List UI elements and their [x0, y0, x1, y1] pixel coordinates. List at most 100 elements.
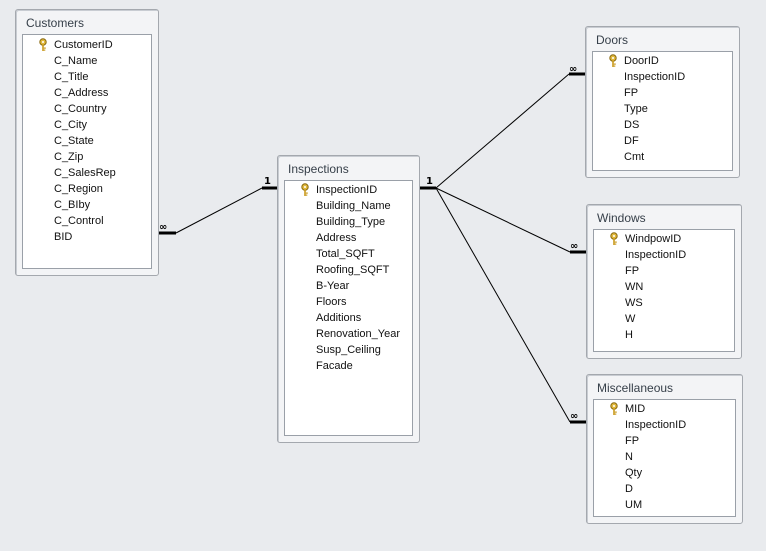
field-name: D — [625, 483, 633, 495]
field-name: C_SalesRep — [54, 167, 116, 179]
field-name: Additions — [316, 312, 362, 324]
field-row[interactable]: N — [594, 449, 735, 465]
field-name: C_City — [54, 119, 88, 131]
field-row[interactable]: FP — [594, 433, 735, 449]
field-row[interactable]: FP — [594, 263, 734, 279]
field-name: N — [625, 451, 633, 463]
table-title[interactable]: Miscellaneous — [597, 381, 674, 395]
field-name: C_Region — [54, 183, 103, 195]
field-row[interactable]: InspectionID — [285, 182, 412, 198]
field-row[interactable]: C_Region — [23, 181, 151, 197]
field-row[interactable]: InspectionID — [594, 417, 735, 433]
key-icon — [610, 402, 618, 415]
field-row[interactable]: C_State — [23, 133, 151, 149]
table-doors[interactable]: Doors DoorID InspectionID FP Type DS DF … — [585, 26, 740, 178]
field-list[interactable]: DoorID InspectionID FP Type DS DF Cmt — [592, 51, 733, 171]
key-icon — [609, 54, 617, 67]
field-name: C_State — [54, 135, 94, 147]
field-list[interactable]: CustomerID C_Name C_Title C_Address C_Co… — [22, 34, 152, 269]
field-name: WN — [625, 281, 644, 293]
field-name: C_Name — [54, 55, 98, 67]
field-row[interactable]: DoorID — [593, 53, 732, 69]
table-windows[interactable]: Windows WindpowID InspectionID FP WN WS … — [586, 204, 742, 359]
key-icon — [39, 38, 47, 51]
field-row[interactable]: CustomerID — [23, 37, 151, 53]
field-row[interactable]: C_Title — [23, 69, 151, 85]
field-row[interactable]: UM — [594, 497, 735, 513]
field-row[interactable]: InspectionID — [593, 69, 732, 85]
field-row[interactable]: C_Name — [23, 53, 151, 69]
field-name: C_Zip — [54, 151, 84, 163]
field-row[interactable]: InspectionID — [594, 247, 734, 263]
field-row[interactable]: C_Zip — [23, 149, 151, 165]
field-name: Total_SQFT — [316, 248, 375, 260]
field-row[interactable]: C_Address — [23, 85, 151, 101]
field-row[interactable]: WS — [594, 295, 734, 311]
table-miscellaneous[interactable]: Miscellaneous MID InspectionID FP N Qty … — [586, 374, 743, 524]
field-name: InspectionID — [625, 249, 687, 261]
relationship-inspections-doors[interactable]: 1 ∞ — [420, 64, 585, 190]
field-row[interactable]: Roofing_SQFT — [285, 262, 412, 278]
field-name: InspectionID — [316, 184, 378, 196]
field-row[interactable]: C_BIby — [23, 197, 151, 213]
field-row[interactable]: H — [594, 327, 734, 343]
field-row[interactable]: D — [594, 481, 735, 497]
field-row[interactable]: Susp_Ceiling — [285, 342, 412, 358]
field-row[interactable]: Building_Name — [285, 198, 412, 214]
field-name: FP — [624, 87, 639, 99]
relationship-customers-inspections[interactable]: ∞ 1 — [159, 176, 277, 235]
field-name: DS — [624, 119, 640, 131]
field-row[interactable]: C_SalesRep — [23, 165, 151, 181]
field-row[interactable]: W — [594, 311, 734, 327]
table-title[interactable]: Windows — [597, 211, 646, 225]
field-row[interactable]: WindpowID — [594, 231, 734, 247]
field-row[interactable]: Facade — [285, 358, 412, 374]
field-name: B-Year — [316, 280, 350, 292]
table-customers[interactable]: Customers CustomerID C_Name C_Title C_Ad… — [15, 9, 159, 276]
one-symbol: 1 — [426, 176, 433, 187]
table-title[interactable]: Doors — [596, 33, 629, 47]
field-row[interactable]: MID — [594, 401, 735, 417]
field-row[interactable]: Qty — [594, 465, 735, 481]
field-name: Building_Name — [316, 200, 391, 212]
field-row[interactable]: C_Control — [23, 213, 151, 229]
field-row[interactable]: C_City — [23, 117, 151, 133]
field-row[interactable]: Renovation_Year — [285, 326, 412, 342]
field-row[interactable]: B-Year — [285, 278, 412, 294]
field-name: WS — [625, 297, 643, 309]
many-symbol: ∞ — [569, 64, 577, 75]
field-name: C_Title — [54, 71, 89, 83]
relationship-inspections-miscellaneous[interactable]: ∞ — [435, 187, 586, 424]
field-row[interactable]: Building_Type — [285, 214, 412, 230]
field-name: C_Control — [54, 215, 104, 227]
field-row[interactable]: Total_SQFT — [285, 246, 412, 262]
field-list[interactable]: InspectionID Building_Name Building_Type… — [284, 180, 413, 436]
field-row[interactable]: FP — [593, 85, 732, 101]
table-title[interactable]: Customers — [26, 16, 85, 30]
one-symbol: 1 — [264, 176, 271, 187]
field-name: Susp_Ceiling — [316, 344, 381, 356]
field-name: C_BIby — [54, 199, 91, 211]
field-row[interactable]: C_Country — [23, 101, 151, 117]
field-name: Qty — [625, 467, 643, 479]
field-list[interactable]: WindpowID InspectionID FP WN WS W H — [593, 229, 735, 352]
field-row[interactable]: DF — [593, 133, 732, 149]
field-name: FP — [625, 265, 640, 277]
relationship-inspections-windows[interactable]: ∞ — [435, 187, 586, 254]
table-inspections[interactable]: Inspections InspectionID Building_Name B… — [277, 155, 420, 443]
field-row[interactable]: BID — [23, 229, 151, 245]
field-name: Facade — [316, 360, 353, 372]
field-row[interactable]: Address — [285, 230, 412, 246]
field-name: FP — [625, 435, 640, 447]
table-title[interactable]: Inspections — [288, 162, 349, 176]
field-row[interactable]: WN — [594, 279, 734, 295]
field-list[interactable]: MID InspectionID FP N Qty D UM — [593, 399, 736, 517]
field-row[interactable]: Cmt — [593, 149, 732, 165]
field-row[interactable]: Additions — [285, 310, 412, 326]
field-name: MID — [625, 403, 646, 415]
field-row[interactable]: DS — [593, 117, 732, 133]
field-row[interactable]: Type — [593, 101, 732, 117]
field-row[interactable]: Floors — [285, 294, 412, 310]
many-symbol: ∞ — [159, 222, 167, 233]
field-name: H — [625, 329, 633, 341]
